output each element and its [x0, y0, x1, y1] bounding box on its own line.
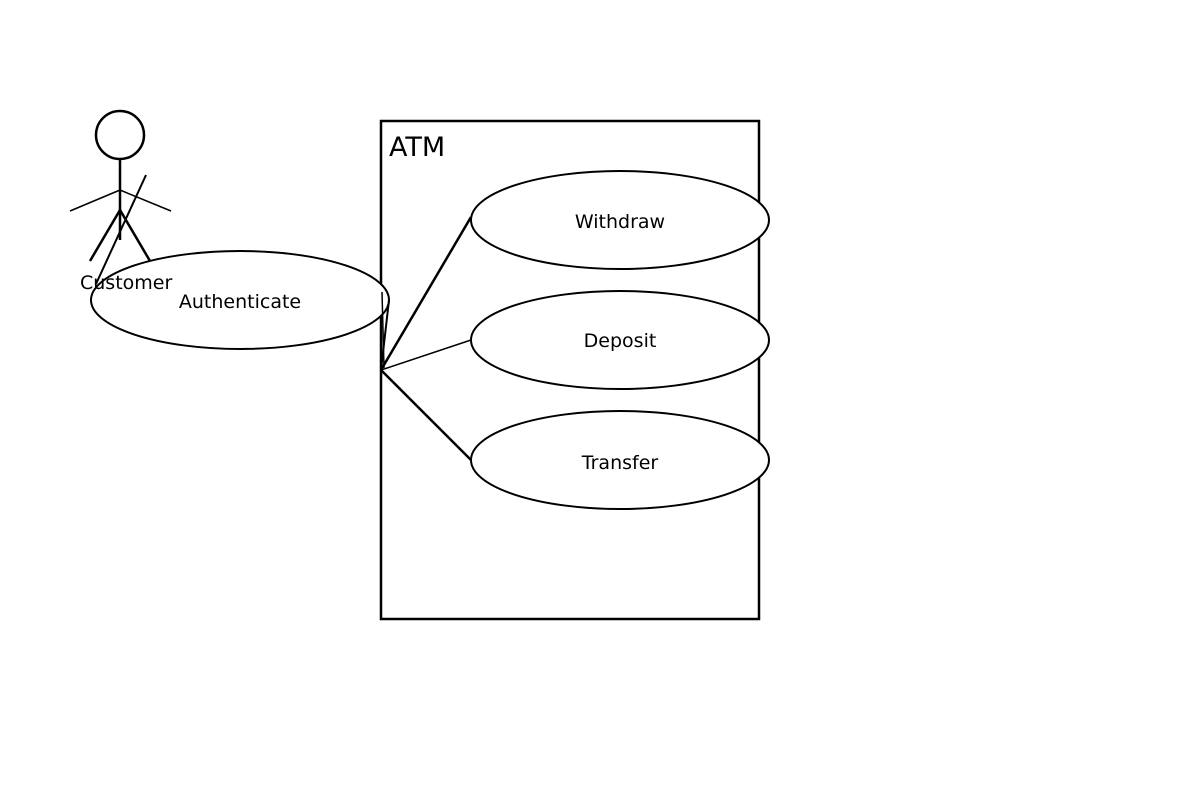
- actor-figure: [69, 109, 172, 262]
- actor-right-arm: [119, 189, 172, 212]
- use-case-authenticate-label: Authenticate: [179, 291, 301, 313]
- association-actor-authenticate: [95, 174, 147, 285]
- actor-right-leg: [118, 209, 152, 262]
- use-case-deposit: [470, 290, 770, 390]
- actor-left-arm: [69, 189, 121, 212]
- link-authenticate-hub-a: [380, 299, 390, 371]
- actor-name: Customer: [80, 272, 172, 294]
- link-authenticate-hub-b: [381, 291, 385, 369]
- link-hub-withdraw: [379, 216, 473, 371]
- link-hub-transfer: [380, 369, 472, 461]
- actor-head: [94, 109, 146, 161]
- use-case-transfer: [470, 410, 770, 510]
- use-case-transfer-label: Transfer: [581, 452, 659, 474]
- actor-left-leg: [88, 209, 122, 262]
- use-case-withdraw-label: Withdraw: [575, 211, 665, 233]
- system-name: ATM: [389, 132, 445, 163]
- link-hub-deposit: [380, 339, 472, 371]
- use-case-deposit-label: Deposit: [584, 330, 657, 352]
- use-case-withdraw: [470, 170, 770, 270]
